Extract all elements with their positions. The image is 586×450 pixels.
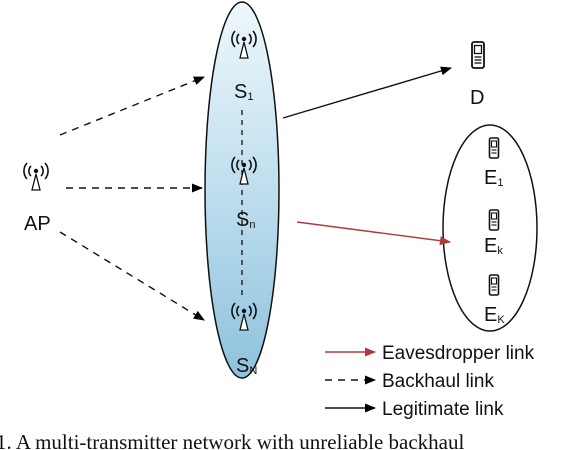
- ek-node: Ek: [484, 209, 503, 257]
- e1-phone-icon: [488, 137, 500, 159]
- legend-eavesdropper-label: Eavesdropper link: [382, 343, 535, 364]
- legend-legitimate: Legitimate link: [325, 399, 504, 420]
- sn-node: Sn: [231, 156, 257, 231]
- eK-node: EK: [484, 274, 505, 326]
- backhaul-link-s1: [59, 76, 206, 136]
- ap-label: AP: [24, 213, 51, 235]
- legend-backhaul-label: Backhaul link: [382, 371, 494, 392]
- ap-node: AP: [23, 162, 51, 235]
- eK-phone-icon: [488, 274, 500, 296]
- ap-antenna-icon: [23, 162, 49, 191]
- d-node: D: [470, 41, 485, 109]
- s1-node: S1: [231, 30, 257, 103]
- backhaul-link-sN: [59, 231, 205, 321]
- legend-backhaul: Backhaul link: [325, 371, 494, 392]
- legend: Eavesdropper link Backhaul link Legitima…: [325, 343, 535, 420]
- ek-label: Ek: [484, 235, 503, 257]
- sn-label: Sn: [236, 209, 255, 231]
- d-label: D: [470, 87, 484, 109]
- sN-label: SN: [236, 355, 257, 377]
- e1-node: E1: [484, 137, 503, 189]
- figure-caption: 1. A multi-transmitter network with unre…: [0, 430, 464, 450]
- s1-label: S1: [234, 81, 253, 103]
- d-phone-icon: [471, 41, 485, 69]
- sN-node: SN: [231, 302, 257, 377]
- legend-eavesdropper: Eavesdropper link: [325, 343, 535, 364]
- eK-label: EK: [484, 304, 505, 326]
- eavesdropper-link-ek: [296, 221, 452, 246]
- legend-legitimate-label: Legitimate link: [382, 399, 504, 420]
- e1-label: E1: [484, 167, 503, 189]
- ek-phone-icon: [488, 209, 500, 231]
- legitimate-link-d: [282, 66, 453, 119]
